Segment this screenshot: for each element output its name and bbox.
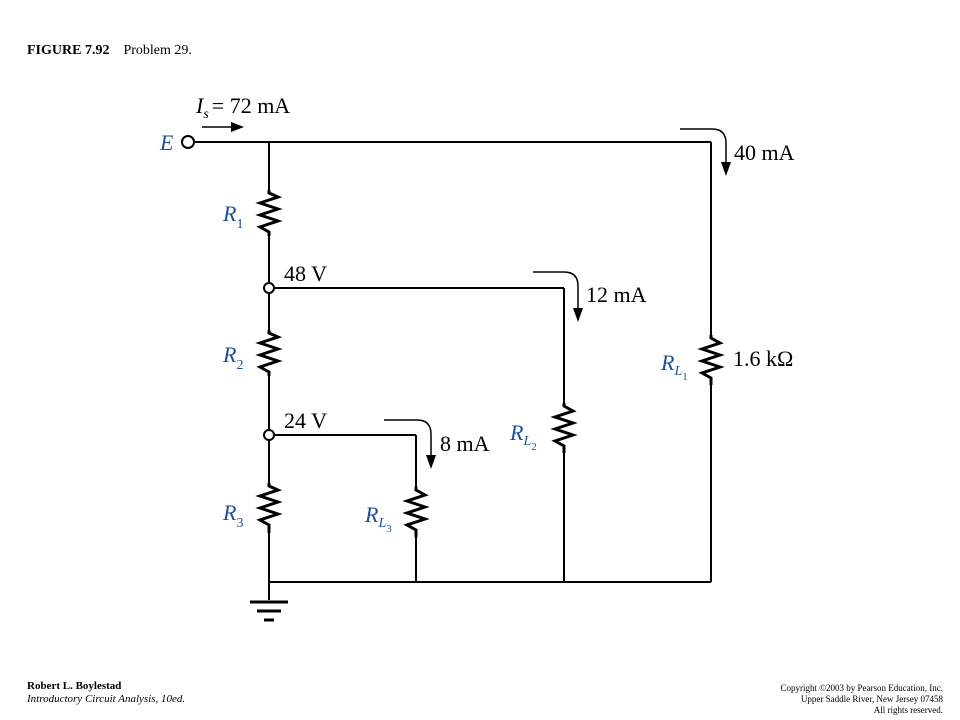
node-24v-label: 24 V [284,408,327,433]
rl3-label: RL3 [364,502,392,535]
rl1-current-label: 40 mA [734,140,795,165]
r1-resistor [255,190,283,236]
rl1-current-arrow [680,128,731,176]
wires [195,141,712,600]
rl1-value-label: 1.6 kΩ [733,346,793,371]
figure-caption: FIGURE 7.92 Problem 29. [27,43,192,59]
rl2-current-arrow [533,271,583,322]
r2-label: R2 [222,342,243,373]
r3-label: R3 [222,500,243,531]
rl3-current-arrow [384,419,436,469]
source-terminal [181,135,195,149]
rl3-current-label: 8 mA [440,431,490,456]
rl2-current-label: 12 mA [586,282,647,307]
r1-label: R1 [222,201,243,232]
copyright-line-3: All rights reserved. [873,705,943,715]
source-current-label: Is= 72 mA [195,93,290,122]
copyright-line-1: Copyright ©2003 by Pearson Education, In… [780,683,943,693]
ground-symbol [250,600,288,622]
rl1-label: RL1 [660,350,688,383]
r2-resistor [255,330,283,376]
rl1-resistor [697,335,725,385]
node-48v [263,282,275,294]
node-48v-label: 48 V [284,261,327,286]
rl2-label: RL2 [509,420,537,453]
node-24v [263,429,275,441]
footer-book: Introductory Circuit Analysis, 10ed. [27,693,186,705]
r3-resistor [255,483,283,533]
source-current-arrow [202,122,244,132]
source-label: E [159,130,174,155]
figure-number: FIGURE 7.92 [27,43,110,58]
rl3-resistor [402,487,430,537]
footer-author: Robert L. Boylestad [27,680,122,692]
rl2-resistor [550,403,578,453]
figure-title: Problem 29. [123,43,192,58]
footer-credits: Robert L. Boylestad Introductory Circuit… [27,680,185,706]
copyright-line-2: Upper Saddle River, New Jersey 07458 [800,694,943,704]
footer-copyright: Copyright ©2003 by Pearson Education, In… [780,683,943,716]
